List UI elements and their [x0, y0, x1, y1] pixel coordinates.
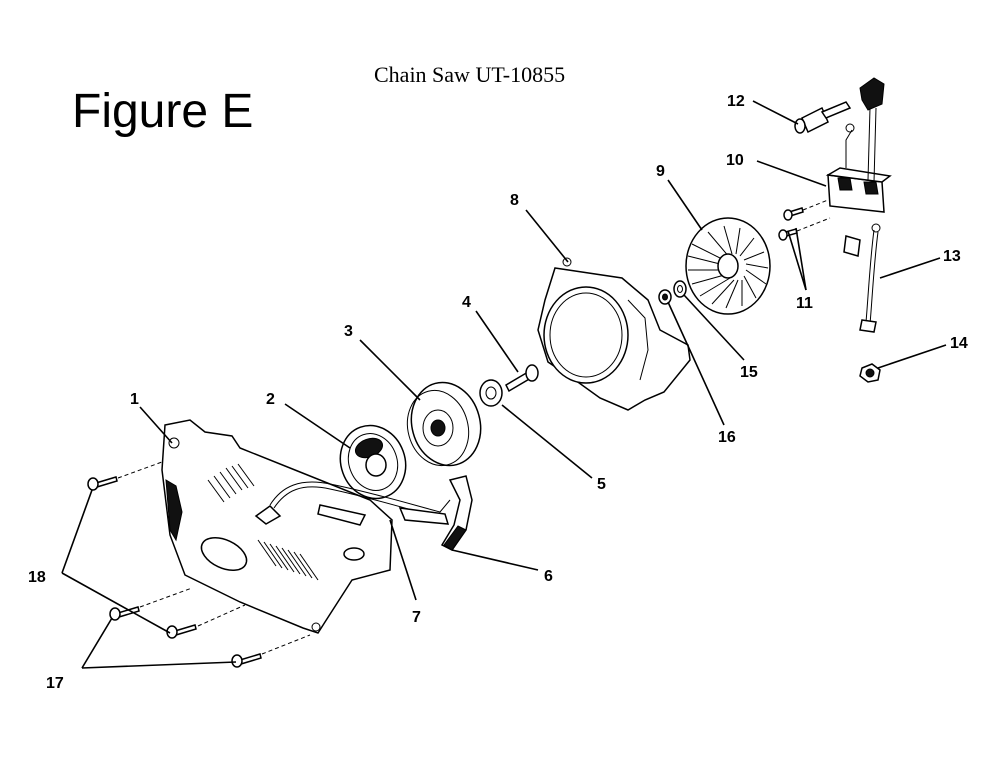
callout-1: 1 — [130, 391, 139, 408]
starter-housing — [161, 419, 393, 634]
callout-7: 7 — [412, 609, 421, 626]
washer — [479, 379, 503, 407]
callout-16: 16 — [718, 429, 736, 446]
callout-2: 2 — [266, 391, 275, 408]
callout-8: 8 — [510, 192, 519, 209]
diagram-caption: Chain Saw UT-10855 — [374, 62, 566, 87]
starter-handle — [440, 475, 473, 551]
callout-4: 4 — [462, 294, 471, 311]
callout-17: 17 — [46, 675, 64, 692]
pulley-bolt — [505, 364, 539, 393]
callout-5: 5 — [597, 476, 606, 493]
callout-14: 14 — [950, 335, 968, 352]
callout-11: 11 — [796, 295, 813, 312]
callout-3: 3 — [344, 323, 353, 340]
pulley — [406, 381, 482, 467]
module-screws — [778, 199, 831, 241]
callout-10: 10 — [726, 152, 744, 169]
callout-15: 15 — [740, 364, 758, 381]
callout-18: 18 — [28, 569, 46, 586]
flywheel-washer — [673, 280, 687, 298]
callout-13: 13 — [943, 248, 961, 265]
fan-housing — [537, 257, 691, 411]
ignition-module — [825, 123, 892, 213]
flywheel — [685, 217, 771, 315]
housing-screws-18 — [87, 461, 246, 639]
ground-wire — [843, 223, 881, 333]
leader-lines — [61, 100, 947, 669]
flywheel-nut — [859, 363, 881, 383]
figure-title: Figure E — [72, 85, 254, 138]
spark-plug — [794, 77, 885, 183]
callout-labels: 1 2 3 4 5 6 7 8 9 10 11 12 13 14 15 16 1… — [28, 93, 968, 692]
rewind-spring — [339, 424, 407, 500]
small-nut — [658, 289, 672, 305]
housing-screws-17 — [109, 587, 311, 668]
starter-rope — [269, 481, 451, 526]
callout-12: 12 — [727, 93, 745, 110]
callout-9: 9 — [656, 163, 665, 180]
callout-6: 6 — [544, 568, 553, 585]
